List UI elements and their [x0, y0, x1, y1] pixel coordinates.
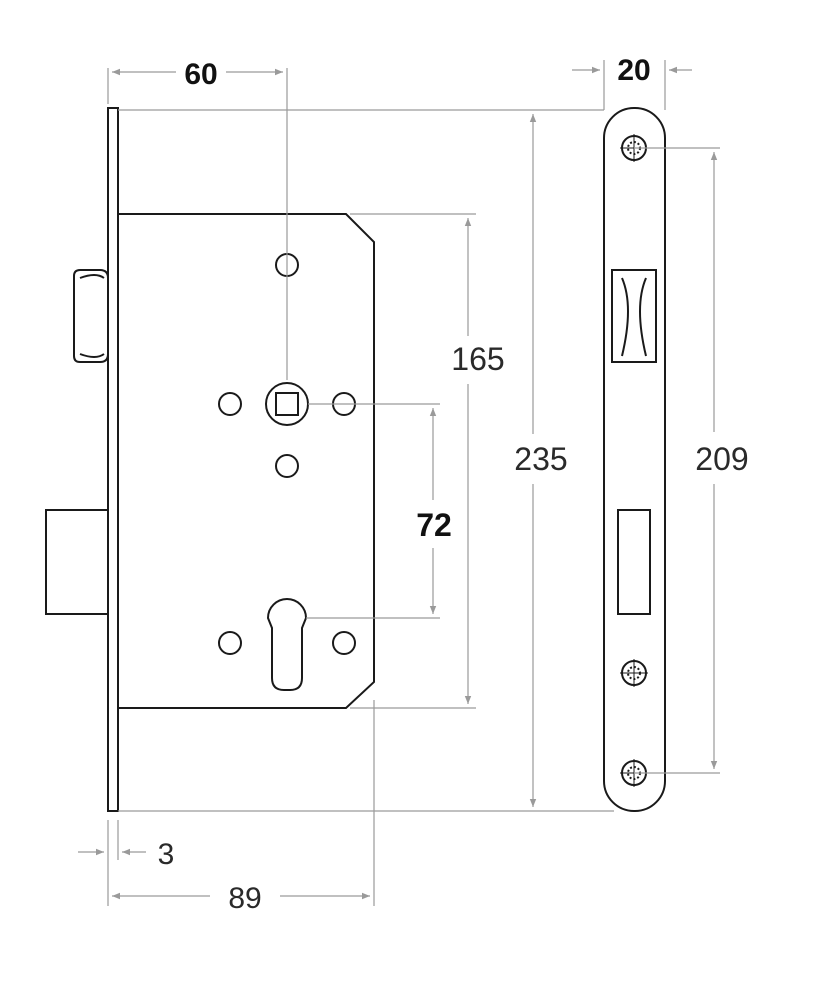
- dead-bolt: [45, 509, 109, 615]
- left-follower-hole: [218, 392, 242, 416]
- dim-backset-label: 60: [184, 58, 217, 91]
- spindle-square: [275, 392, 299, 416]
- dim-faceplate-width-label: 20: [617, 54, 650, 87]
- lock-case: [117, 213, 375, 709]
- screw-hole-middle: [620, 659, 648, 687]
- dim-72-label: 72: [416, 507, 452, 543]
- dim-209-label: 209: [695, 441, 748, 477]
- forend-plate: [107, 107, 119, 812]
- euro-cylinder-cutout: [266, 598, 308, 691]
- dim-89-label: 89: [228, 882, 261, 915]
- dimension-lines: [78, 60, 720, 906]
- dim-3-label: 3: [158, 838, 175, 871]
- bottom-left-hole: [218, 631, 242, 655]
- faceplate-front-view: [603, 107, 666, 812]
- bottom-right-hole: [332, 631, 356, 655]
- lower-fixing-hole: [275, 454, 299, 478]
- deadbolt-opening: [617, 509, 651, 615]
- faceplate: [603, 107, 666, 812]
- latch-bolt: [73, 269, 109, 363]
- latch-opening: [611, 269, 657, 363]
- lock-side-view: [45, 107, 375, 812]
- dim-165-label: 165: [451, 341, 504, 377]
- dim-235-label: 235: [514, 441, 567, 477]
